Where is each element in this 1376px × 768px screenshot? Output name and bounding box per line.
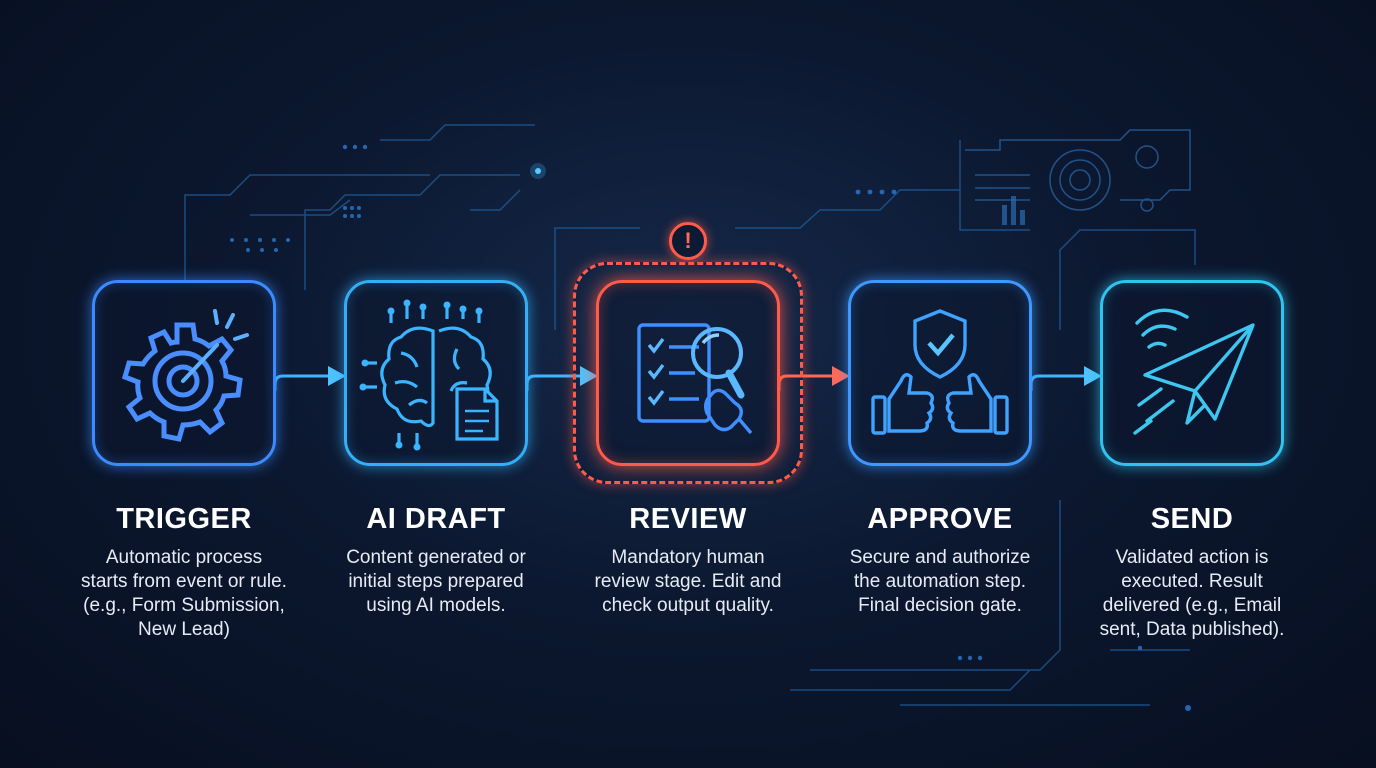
stage-approve-title: APPROVE [867, 503, 1013, 535]
stage-trigger-card [92, 280, 276, 466]
stage-ai-draft-card [344, 280, 528, 466]
stage-ai-draft-title: AI DRAFT [366, 503, 506, 535]
gear-target-icon [121, 309, 249, 442]
stage-send-description: Validated action is executed. Result del… [1099, 547, 1285, 640]
arrowhead-1 [328, 366, 346, 386]
shield-thumbs-up-icon [871, 309, 1009, 435]
connector-1 [273, 374, 332, 392]
arrowhead-2 [580, 366, 598, 386]
stage-trigger-description: Automatic process starts from event or r… [81, 547, 287, 640]
brain-document-icon [359, 299, 499, 451]
stage-send-card [1100, 280, 1284, 466]
checklist-magnifier-icon [637, 323, 753, 435]
arrowhead-3 [832, 366, 850, 386]
stage-review-title: REVIEW [629, 503, 747, 535]
stage-trigger-title: TRIGGER [116, 503, 252, 535]
stage-send-title: SEND [1150, 503, 1234, 535]
alert-icon: ! [669, 222, 707, 260]
stage-approve-description: Secure and authorize the automation step… [849, 547, 1031, 616]
arrowhead-4 [1084, 366, 1102, 386]
connector-4 [1029, 374, 1088, 392]
stage-review-description: Mandatory human review stage. Edit and c… [594, 547, 782, 616]
paper-plane-icon [1133, 308, 1255, 435]
stage-review-card [596, 280, 780, 466]
stage-approve-card [848, 280, 1032, 466]
stage-ai-draft-description: Content generated or initial steps prepa… [346, 547, 526, 616]
review-dashed-frame [573, 262, 803, 484]
